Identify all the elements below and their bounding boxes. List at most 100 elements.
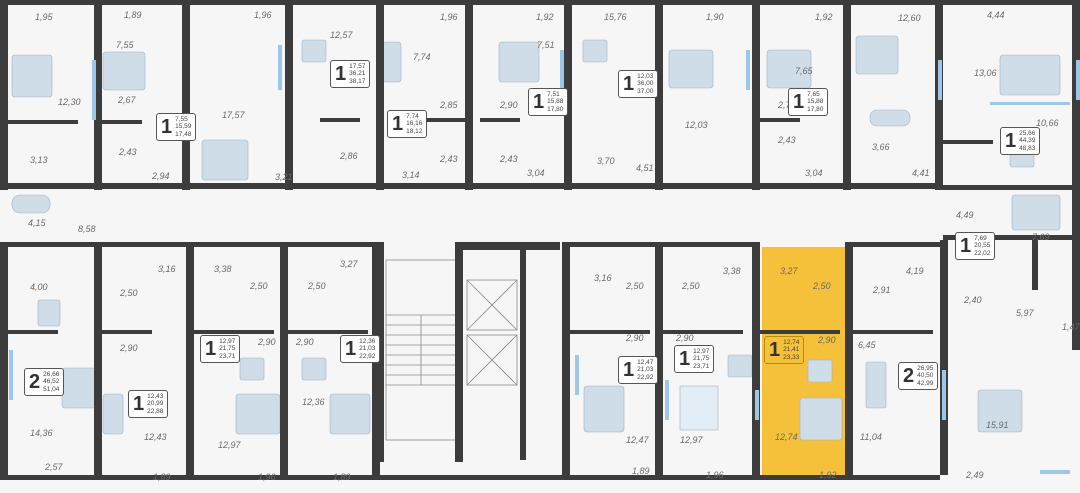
bathtub-icon <box>869 109 911 127</box>
living-area: 12,74 <box>783 339 800 346</box>
bed-icon <box>855 35 899 75</box>
total-area-with-balcony: 23,71 <box>219 352 236 360</box>
living-area: 12,36 <box>359 338 376 345</box>
furniture <box>11 35 1061 441</box>
total-area-with-balcony: 18,12 <box>406 127 423 135</box>
room-area-label: 15,76 <box>604 12 627 22</box>
rooms-count: 1 <box>1005 130 1017 153</box>
room-area-label: 3,27 <box>340 259 358 269</box>
room-area-label: 12,97 <box>218 440 241 450</box>
room-area-label: 17,57 <box>222 110 245 120</box>
table-icon <box>865 361 887 409</box>
bed-icon <box>11 54 53 98</box>
room-area-label: 2,49 <box>966 470 984 480</box>
table-icon <box>301 357 327 381</box>
total-area: 16,16 <box>406 120 423 128</box>
room-area-label: 3,38 <box>214 264 232 274</box>
room-area-label: 2,50 <box>813 281 831 291</box>
living-area: 7,51 <box>547 91 560 98</box>
room-area-label: 2,90 <box>676 333 694 343</box>
rooms-count: 1 <box>392 113 404 136</box>
room-area-label: 3,16 <box>158 264 176 274</box>
room-area-label: 4,51 <box>636 163 654 173</box>
total-area-with-balcony: 17,80 <box>547 105 564 113</box>
room-area-label: 1,96 <box>706 470 724 480</box>
total-area: 21,75 <box>219 345 236 353</box>
living-area: 7,55 <box>175 116 188 123</box>
room-area-label: 12,43 <box>144 432 167 442</box>
total-area: 21,03 <box>637 366 654 374</box>
room-area-label: 2,90 <box>296 337 314 347</box>
rooms-count: 1 <box>335 63 347 86</box>
total-area-with-balcony: 37,00 <box>637 87 654 95</box>
rooms-count: 1 <box>623 73 635 96</box>
room-area-label: 2,43 <box>440 154 458 164</box>
room-area-label: 3,38 <box>723 266 741 276</box>
table-icon <box>239 357 265 381</box>
total-area: 44,39 <box>1019 137 1036 145</box>
room-area-label: 1,96 <box>440 12 458 22</box>
walls <box>0 0 1080 480</box>
room-area-label: 4,44 <box>987 10 1005 20</box>
room-area-label: 2,90 <box>818 335 836 345</box>
room-area-label: 12,97 <box>680 435 703 445</box>
room-area-label: 3,70 <box>597 156 615 166</box>
windows <box>9 45 1080 474</box>
total-area-with-balcony: 38,17 <box>349 77 366 85</box>
room-area-label: 1,89 <box>632 466 650 476</box>
room-area-label: 2,43 <box>778 135 796 145</box>
room-area-label: 4,49 <box>956 210 974 220</box>
total-area: 20,55 <box>974 242 991 250</box>
room-area-label: 3,13 <box>30 155 48 165</box>
room-area-label: 3,04 <box>805 168 823 178</box>
room-area-label: 2,94 <box>152 171 170 181</box>
rooms-count: 1 <box>533 91 545 114</box>
bed-icon <box>201 139 249 181</box>
total-area-with-balcony: 17,80 <box>807 105 824 113</box>
room-area-label: 12,60 <box>898 13 921 23</box>
total-area: 21,41 <box>783 346 800 354</box>
room-area-label: 12,03 <box>685 120 708 130</box>
total-area-with-balcony: 51,04 <box>43 385 60 393</box>
rooms-count: 1 <box>960 235 972 258</box>
table-icon <box>37 299 61 327</box>
sofa-icon <box>977 389 1023 433</box>
total-area: 15,88 <box>547 98 564 106</box>
total-area: 15,88 <box>807 98 824 106</box>
total-area: 20,99 <box>147 400 164 408</box>
room-area-label: 4,41 <box>912 168 930 178</box>
room-area-label: 12,30 <box>58 97 81 107</box>
room-area-label: 7,69 <box>1032 232 1050 242</box>
room-area-label: 7,55 <box>116 40 134 50</box>
total-area-with-balcony: 23,33 <box>783 353 800 361</box>
room-area-label: 2,76 <box>778 100 796 110</box>
bed-icon <box>498 41 540 83</box>
room-area-label: 6,45 <box>858 340 876 350</box>
living-area: 12,03 <box>637 73 654 80</box>
total-area-with-balcony: 22,92 <box>359 352 376 360</box>
table-icon <box>582 39 608 63</box>
room-area-label: 7,74 <box>413 52 431 62</box>
sofa-icon <box>1011 194 1061 231</box>
total-area-with-balcony: 48,83 <box>1019 144 1036 152</box>
rug-icon <box>679 385 719 431</box>
rooms-count: 1 <box>793 91 805 114</box>
